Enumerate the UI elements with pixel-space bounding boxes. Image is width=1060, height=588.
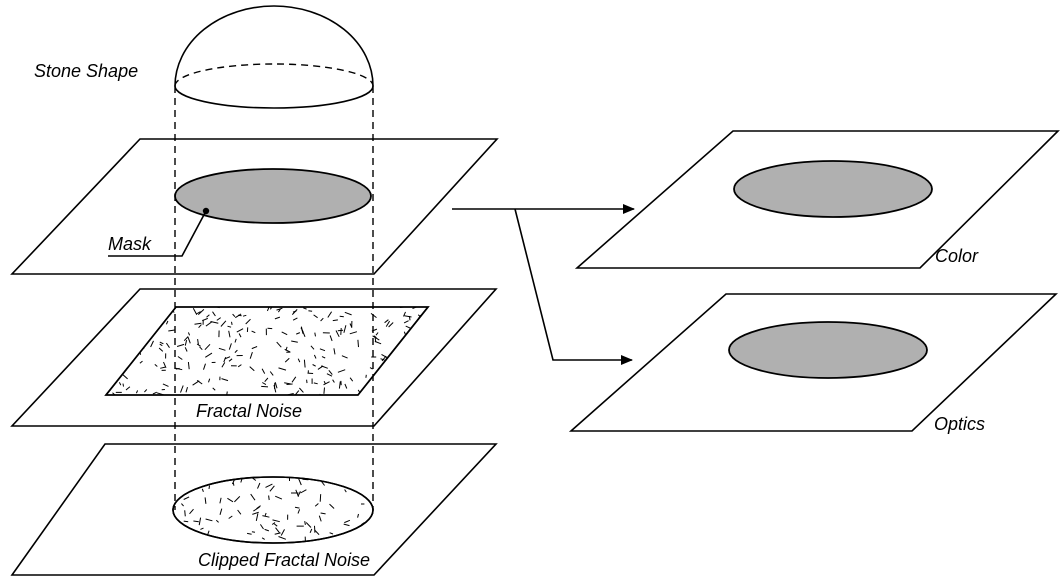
noise-dash	[409, 392, 415, 393]
color-layer: Color	[577, 131, 1058, 268]
stone-shape: Stone Shape	[34, 6, 373, 108]
noise-dash	[375, 337, 376, 342]
noise-dash	[110, 305, 116, 308]
noise-dash	[287, 384, 293, 385]
noise-dash	[269, 496, 270, 501]
color-ellipse	[734, 161, 932, 217]
noise-dash	[320, 494, 321, 502]
fractal-noise-layer: Fractal Noise	[12, 289, 496, 426]
noise-dash	[338, 330, 343, 331]
arrow-to-optics	[515, 209, 632, 360]
noise-dash	[261, 386, 268, 387]
noise-dash	[305, 521, 306, 525]
noise-dash	[308, 311, 312, 312]
optics-ellipse	[729, 322, 927, 378]
optics-layer: Optics	[571, 294, 1056, 434]
clipped-fractal-noise-layer: Clipped Fractal Noise	[12, 444, 496, 575]
noise-dash	[409, 316, 410, 320]
noise-dash	[104, 305, 108, 311]
stone-dome-front-edge	[175, 86, 373, 108]
noise-dash	[193, 521, 198, 522]
noise-dash	[340, 316, 344, 317]
mask-label: Mask	[108, 234, 152, 254]
noise-dash	[358, 340, 359, 347]
noise-dash	[232, 322, 233, 325]
branch-arrows	[452, 209, 634, 360]
stone-shape-label: Stone Shape	[34, 61, 138, 81]
noise-dash	[315, 333, 316, 337]
clipped-fractal-noise-label: Clipped Fractal Noise	[198, 550, 370, 570]
noise-dash	[304, 360, 305, 368]
noise-dash	[333, 320, 338, 321]
noise-dash	[209, 486, 210, 489]
noise-dash	[123, 384, 124, 387]
color-label: Color	[935, 246, 979, 266]
stone-dome-arc	[175, 6, 373, 86]
noise-dash	[185, 510, 186, 516]
noise-dash	[184, 521, 189, 522]
noise-dash	[324, 388, 325, 394]
stone-dome-back-edge	[175, 64, 373, 86]
noise-dash	[233, 483, 234, 486]
mask-layer: Mask	[12, 139, 497, 274]
optics-label: Optics	[934, 414, 985, 434]
fractal-noise-label: Fractal Noise	[196, 401, 302, 421]
